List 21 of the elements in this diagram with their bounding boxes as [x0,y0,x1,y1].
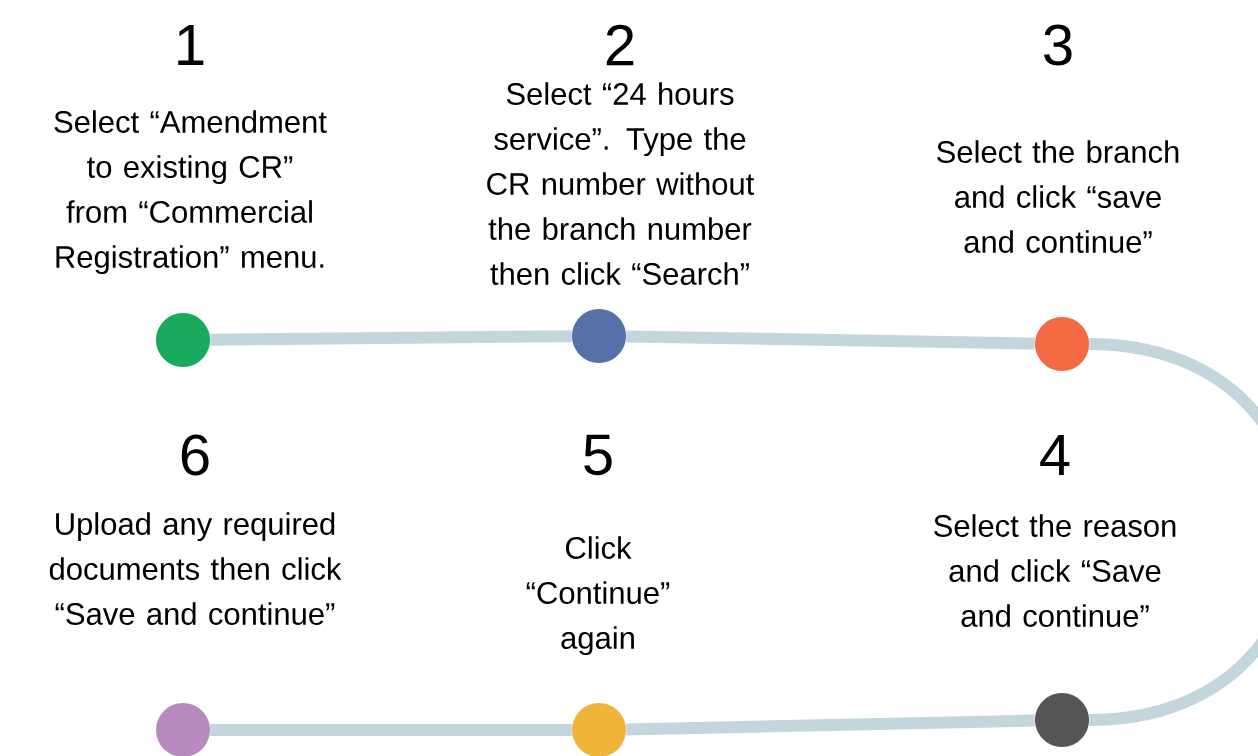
step-description: Select “24 hours service”. Type the CR number without the branch number then click “Search” [487,82,755,285]
step-number: 2 [606,24,634,66]
step-number: 3 [1044,24,1072,66]
connector-line [210,724,572,736]
step-description: Select the branch and click “save and continue” [937,140,1179,253]
connector-line [626,714,1035,736]
step-description: Click “Continue” again [526,536,670,656]
connector-line [1088,338,1258,726]
step-dot [1035,693,1089,747]
step-number: 1 [178,25,204,65]
step-dot [1035,317,1089,371]
step-description: Select “Amendment to existing CR” from “Commercial Registration” menu. [54,110,327,275]
step-dot [156,313,210,367]
connector-line [210,330,572,346]
step-dot [572,309,626,363]
step-number: 4 [1040,435,1070,475]
step-number: 5 [584,434,612,476]
connector-line [626,330,1035,350]
step-number: 6 [181,434,209,476]
step-description: Upload any required documents then click “Save and continue” [49,512,342,625]
step-description: Select the reason and click “Save and continue” [934,514,1176,627]
